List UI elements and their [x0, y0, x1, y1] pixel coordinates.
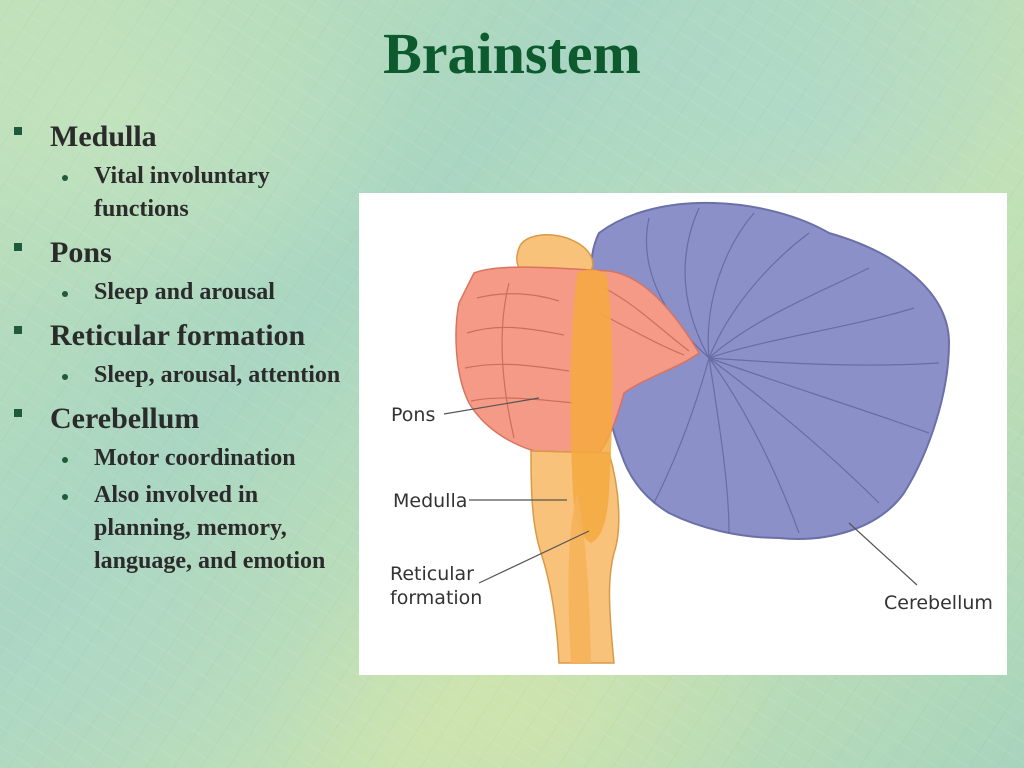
cerebellum-shape — [589, 202, 951, 540]
outline-heading: Cerebellum — [50, 402, 200, 435]
brainstem-diagram: Pons Medulla Reticular formation Cerebel… — [390, 202, 993, 664]
outline-item-reticular-formation: Reticular formation Sleep, arousal, atte… — [14, 317, 354, 392]
outline-subitem: Sleep and arousal — [50, 276, 354, 309]
outline-heading: Medulla — [50, 120, 157, 153]
dot-bullet-icon — [62, 457, 68, 463]
square-bullet-icon — [14, 409, 22, 417]
outline-subitem: Also involved in planning, memory, langu… — [50, 479, 354, 578]
reticular-formation-shape — [570, 269, 613, 543]
dot-bullet-icon — [62, 175, 68, 181]
reticular-leader-line — [478, 530, 590, 584]
outline-heading: Reticular formation — [50, 319, 306, 352]
label-medulla: Medulla — [393, 490, 467, 512]
bullet-outline: Medulla Vital involuntary functions Pons… — [14, 118, 354, 586]
dot-bullet-icon — [62, 374, 68, 380]
slide-title: Brainstem — [383, 21, 641, 86]
outline-item-cerebellum: Cerebellum Motor coordination Also invol… — [14, 400, 354, 578]
outline-heading: Pons — [50, 236, 112, 269]
outline-item-pons: Pons Sleep and arousal — [14, 234, 354, 309]
brainstem-illustration: Pons Medulla Reticular formation Cerebel… — [359, 193, 1007, 675]
label-reticular-line2: formation — [390, 587, 482, 609]
square-bullet-icon — [14, 127, 22, 135]
dot-bullet-icon — [62, 291, 68, 297]
outline-subitem: Vital involuntary functions — [50, 160, 354, 226]
square-bullet-icon — [14, 326, 22, 334]
square-bullet-icon — [14, 243, 22, 251]
reticular-formation-lower — [568, 493, 591, 663]
label-cerebellum: Cerebellum — [884, 592, 993, 614]
label-reticular-line1: Reticular — [390, 563, 474, 585]
outline-subitem: Motor coordination — [50, 442, 354, 475]
label-pons: Pons — [391, 404, 435, 426]
outline-subitem: Sleep, arousal, attention — [50, 359, 354, 392]
cerebellum-leader-line — [848, 522, 918, 586]
outline-item-medulla: Medulla Vital involuntary functions — [14, 118, 354, 226]
pons-leader-line — [443, 397, 540, 415]
dot-bullet-icon — [62, 494, 68, 500]
